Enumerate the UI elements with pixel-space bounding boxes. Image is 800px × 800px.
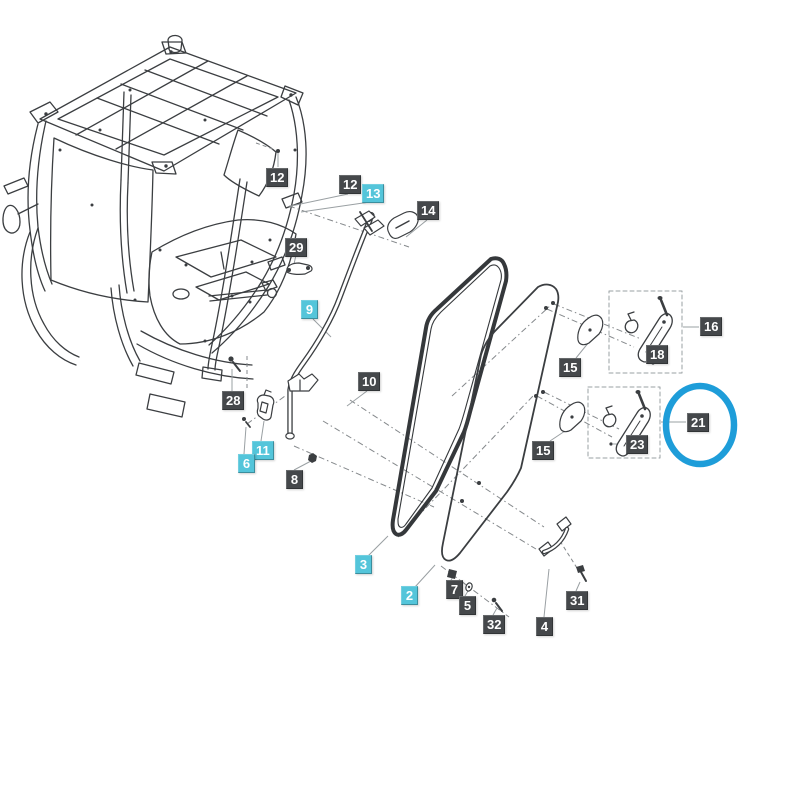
part-label-14: 14	[417, 201, 440, 220]
part-label-31: 31	[566, 591, 589, 610]
part-label-9: 9	[301, 300, 318, 319]
part-label-13: 13	[362, 184, 385, 203]
part-label-29: 29	[285, 238, 308, 257]
part-label-18: 18	[646, 345, 669, 364]
part-label-21-highlighted: 21	[687, 413, 710, 432]
cab-frame-drawing	[2, 34, 307, 418]
part-label-23: 23	[626, 435, 649, 454]
part-label-4: 4	[536, 617, 553, 636]
highlight-circle-21	[662, 382, 738, 468]
part-label-11: 11	[252, 441, 274, 460]
part-label-32: 32	[483, 615, 506, 634]
part-label-8: 8	[286, 470, 303, 489]
part-label-12-hinge: 12	[339, 175, 362, 194]
label-leader-lines	[231, 153, 699, 618]
door-glass-drawing	[276, 149, 560, 562]
part-label-28: 28	[222, 391, 245, 410]
part-label-10: 10	[358, 372, 381, 391]
part-label-16: 16	[700, 317, 723, 336]
part-label-15-upper: 15	[559, 358, 582, 377]
part-label-12-cab: 12	[266, 168, 289, 187]
hinge-kit-box-21	[587, 386, 661, 459]
stay-rod-drawing	[285, 210, 419, 440]
part-label-3: 3	[355, 555, 372, 574]
part-label-15-lower: 15	[532, 441, 555, 460]
part-label-2: 2	[401, 586, 418, 605]
small-parts-drawing	[228, 262, 604, 612]
door-seal-drawing	[390, 256, 509, 537]
part-label-6: 6	[238, 454, 255, 473]
part-label-5: 5	[459, 596, 476, 615]
part-label-7: 7	[446, 580, 463, 599]
